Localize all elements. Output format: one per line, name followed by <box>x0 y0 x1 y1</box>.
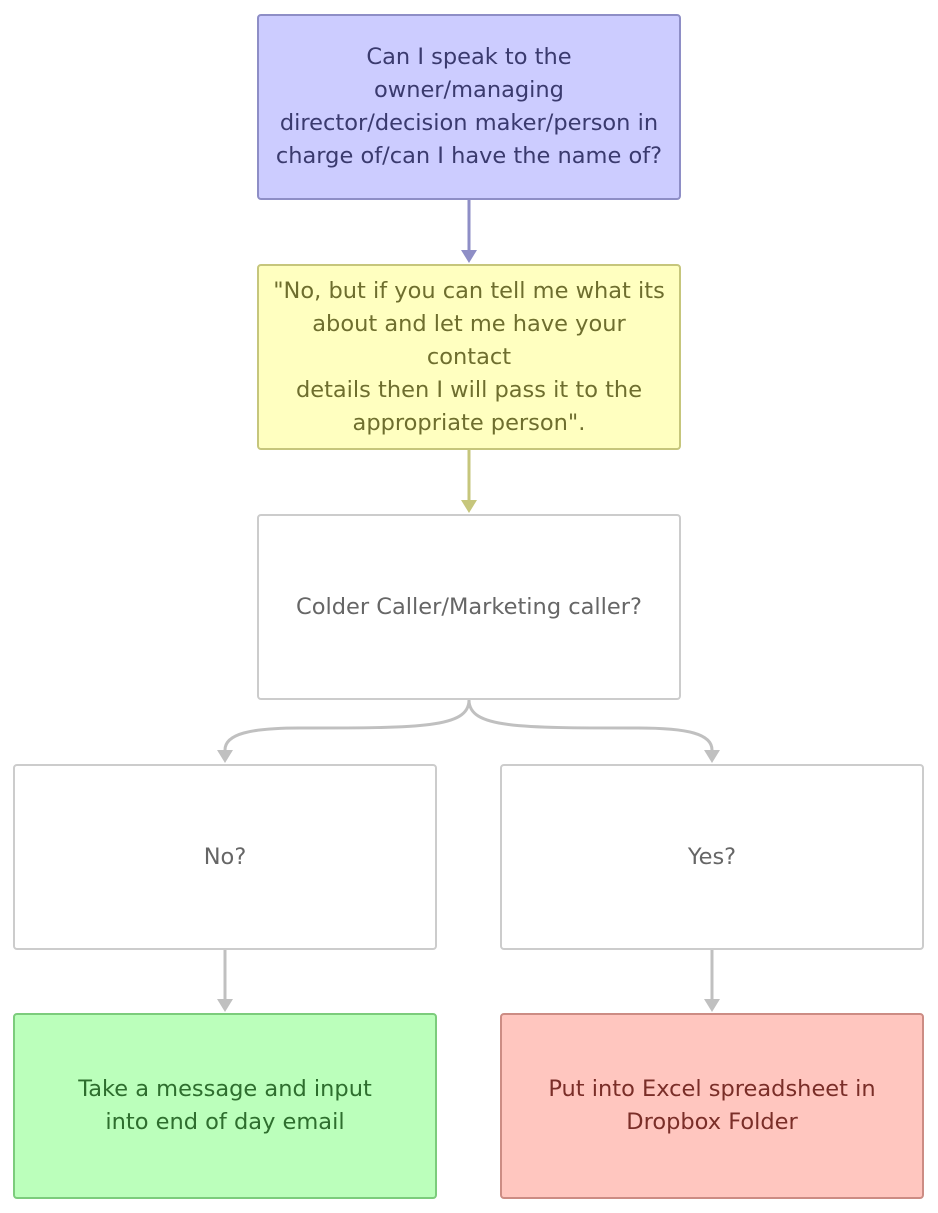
excel-node-label: Put into Excel spreadsheet in Dropbox Fo… <box>548 1076 876 1135</box>
arrow-head-icon <box>704 750 720 763</box>
arrow-head-icon <box>217 750 233 763</box>
excel-node: Put into Excel spreadsheet in Dropbox Fo… <box>500 1013 924 1199</box>
edge-caller-type-to-no <box>217 699 471 763</box>
question-node-label: Can I speak to the owner/managing direct… <box>275 44 663 169</box>
edge-question-to-response <box>461 200 477 263</box>
question-node: Can I speak to the owner/managing direct… <box>257 14 681 200</box>
response-node-label: "No, but if you can tell me what its abo… <box>273 277 665 436</box>
arrow-head-icon <box>461 250 477 263</box>
no-node-label: No? <box>203 843 247 870</box>
take-message-node: Take a message and input into end of day… <box>13 1013 437 1199</box>
take-message-node-label: Take a message and input into end of day… <box>78 1076 372 1135</box>
edge-response-to-caller-type <box>461 450 477 513</box>
edge-caller-type-to-yes <box>467 699 720 763</box>
yes-node-label: Yes? <box>687 843 737 870</box>
no-node: No? <box>13 764 437 950</box>
yes-node: Yes? <box>500 764 924 950</box>
arrow-head-icon <box>217 999 233 1012</box>
edge-line <box>223 699 471 751</box>
response-node: "No, but if you can tell me what its abo… <box>257 264 681 450</box>
caller-type-node-label: Colder Caller/Marketing caller? <box>296 593 642 620</box>
caller-type-node: Colder Caller/Marketing caller? <box>257 514 681 700</box>
arrow-head-icon <box>704 999 720 1012</box>
edge-line <box>467 699 714 751</box>
edge-no-to-take-message <box>217 950 233 1012</box>
arrow-head-icon <box>461 500 477 513</box>
edge-yes-to-excel <box>704 950 720 1012</box>
